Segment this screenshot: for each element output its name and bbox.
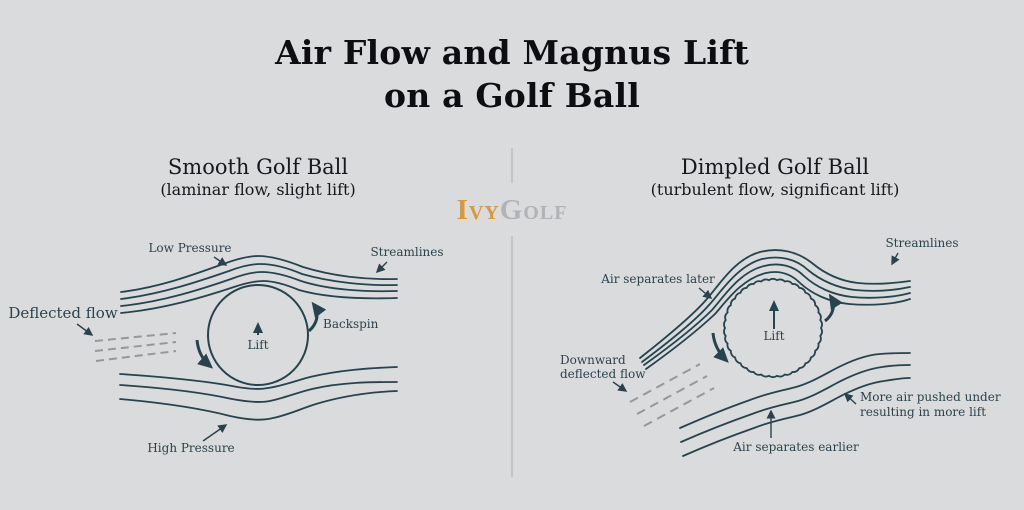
more-air-label-line2: resulting in more lift [860,405,986,419]
lift-label: Lift [763,329,784,343]
streamlines-label-right: Streamlines [885,236,958,250]
dashed-flow-line [95,350,177,362]
right-deflected-flow-dashes [629,363,715,427]
page-title-line2: on a Golf Ball [384,76,640,115]
air-separates-later-arrow-icon [698,287,713,299]
streamline [120,271,398,307]
streamline [682,377,911,457]
dashed-flow-line [629,363,701,403]
backspin-arrow-right-icon [824,293,843,323]
left-diagram: Lift Low Pressure Streamlines Deflected … [8,241,443,455]
logo-ivy-text: Ivy [456,194,500,226]
streamline [119,390,398,421]
streamline [641,256,911,363]
streamline [639,249,911,359]
left-bottom-streamlines [119,366,398,421]
streamline [120,280,398,314]
deflected-flow-arrow-icon [76,323,94,336]
high-pressure-arrow-icon [202,424,228,442]
backspin-label: Backspin [323,317,379,331]
smooth-golf-ball [207,284,309,386]
left-panel-subtitle: (laminar flow, slight lift) [160,180,356,199]
ivygolf-logo: IvyGolf [0,194,1024,226]
left-panel-title: Smooth Golf Ball [167,155,349,179]
lift-label: Lift [247,338,268,352]
low-pressure-label: Low Pressure [148,241,231,255]
logo-golf-text: Golf [499,194,568,226]
streamline [120,255,398,293]
low-pressure-arrow-icon [213,256,228,266]
backspin-arrow-right-icon [307,301,327,333]
streamlines-arrow-right-icon [891,252,900,266]
downward-deflected-flow-label-line1: Downward [560,353,626,367]
backspin-arrow-left-icon [711,332,729,363]
air-separates-later-label: Air separates later [600,272,715,286]
left-panel-heading: Smooth Golf Ball (laminar flow, slight l… [58,155,458,201]
downward-deflected-flow-arrow-icon [612,381,628,392]
right-panel-title: Dimpled Golf Ball [680,155,870,179]
more-air-label-line1: More air pushed under [860,390,1001,404]
dashed-flow-line [636,375,708,415]
left-top-streamlines [120,255,398,314]
dashed-flow-line [94,341,177,352]
right-bottom-streamlines [679,352,911,457]
streamline [643,263,911,366]
deflected-flow-label: Deflected flow [8,304,117,322]
right-top-streamlines [639,249,911,370]
streamline [679,352,911,429]
dashed-flow-line [94,332,177,342]
dimpled-golf-ball [723,277,823,379]
streamlines-label-left: Streamlines [370,245,443,259]
air-separates-earlier-label: Air separates earlier [732,440,859,454]
dashed-flow-line [643,387,715,427]
streamlines-arrow-left-icon [375,261,388,274]
streamline [680,364,911,443]
streamline [119,366,398,390]
high-pressure-label: High Pressure [147,441,234,455]
right-panel-subtitle: (turbulent flow, significant lift) [650,180,900,199]
more-air-arrow-icon [843,392,857,405]
downward-deflected-flow-label-line2: deflected flow [560,367,646,381]
right-diagram: Lift Streamlines Air separates later Dow… [560,236,1001,457]
page-title: Air Flow and Magnus Lift on a Golf Ball [0,31,1024,117]
streamline [645,271,911,370]
page-title-line1: Air Flow and Magnus Lift [275,33,749,72]
backspin-arrow-left-icon [195,339,214,369]
right-panel-heading: Dimpled Golf Ball (turbulent flow, signi… [575,155,975,201]
streamline [120,263,398,300]
streamline [119,381,398,403]
left-deflected-flow-dashes [94,332,177,362]
